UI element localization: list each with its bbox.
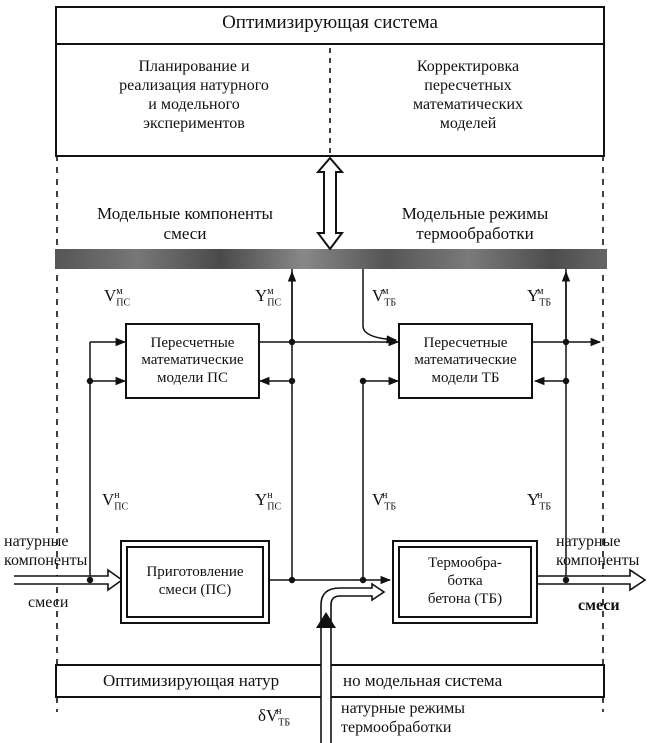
top-right-line: математических <box>412 95 524 113</box>
top-left-line: экспериментов <box>143 114 245 132</box>
model-ps-line: Пересчетные <box>150 335 235 352</box>
model-tb-line: математические <box>414 352 517 369</box>
model-tb-line: Пересчетные <box>423 335 508 352</box>
output-right-label: натурные компоненты <box>556 533 639 571</box>
bottom-system-left: Оптимизирующая натур <box>103 671 280 690</box>
band-left-label: Модельные компоненты смеси <box>60 204 310 244</box>
bottom-mode-line: натурные режимы <box>341 700 466 717</box>
model-ps-line: модели ПС <box>157 369 228 386</box>
band-right-label: Модельные режимы термообработки <box>350 204 600 244</box>
top-left-line: и модельного <box>148 95 240 113</box>
var-y-ps-natural: YПСн <box>255 490 282 513</box>
var-v-ps-natural: VПСн <box>102 490 129 513</box>
heat-line: Термообра- <box>428 555 502 572</box>
top-right-line: моделей <box>439 114 497 132</box>
band-left-line: смеси <box>163 224 207 244</box>
band-right-line: термообработки <box>416 224 534 244</box>
var-y-tb-model: YТБм <box>527 286 552 309</box>
top-right-block: Корректировка пересчетных математических… <box>334 58 602 134</box>
input-left-line: натурные <box>4 533 69 550</box>
var-v-tb-model: VТБм <box>372 286 397 309</box>
model-ps-line: математические <box>141 352 244 369</box>
heat-box: Термообра- ботка бетона (ТБ) <box>392 540 538 624</box>
bottom-system-right: но модельная система <box>343 671 503 690</box>
var-delta-v-tb: δVТБн <box>258 706 291 729</box>
top-left-line: реализация натурного <box>119 76 269 94</box>
model-ps-box: Пересчетные математические модели ПС <box>125 323 260 399</box>
model-tb-box: Пересчетные математические модели ТБ <box>398 323 533 399</box>
top-right-line: Корректировка <box>416 58 520 75</box>
top-left-block: Планирование и реализация натурного и мо… <box>60 58 328 134</box>
var-v-ps-model: VПСм <box>104 286 131 309</box>
bottom-mode-line: термообработки <box>341 718 452 736</box>
output-right-last: смеси <box>578 597 620 614</box>
input-left-last: смеси <box>28 594 69 611</box>
var-y-ps-model: YПСм <box>255 286 282 309</box>
output-right-line: натурные <box>556 533 621 550</box>
bottom-mode-label: натурные режимы термообработки <box>341 700 465 738</box>
input-left-label: натурные компоненты <box>4 533 87 571</box>
output-right-line: компоненты <box>556 551 640 569</box>
prep-box: Приготовление смеси (ПС) <box>120 540 270 624</box>
band-right-line: Модельные режимы <box>401 204 549 223</box>
top-right-line: пересчетных <box>424 76 512 94</box>
input-left-line: компоненты <box>4 551 88 569</box>
band-left-line: Модельные компоненты <box>97 204 273 223</box>
var-y-tb-natural: YТБн <box>527 490 552 513</box>
top-system-title: Оптимизирующая система <box>222 12 438 33</box>
prep-line: Приготовление <box>146 564 244 581</box>
model-tb-line: модели ТБ <box>431 369 500 386</box>
heat-line: ботка <box>447 573 483 590</box>
prep-line: смеси (ПС) <box>158 582 232 598</box>
var-v-tb-natural: VТБн <box>372 490 397 513</box>
heat-line: бетона (ТБ) <box>427 590 503 607</box>
top-left-line: Планирование и <box>138 58 250 75</box>
